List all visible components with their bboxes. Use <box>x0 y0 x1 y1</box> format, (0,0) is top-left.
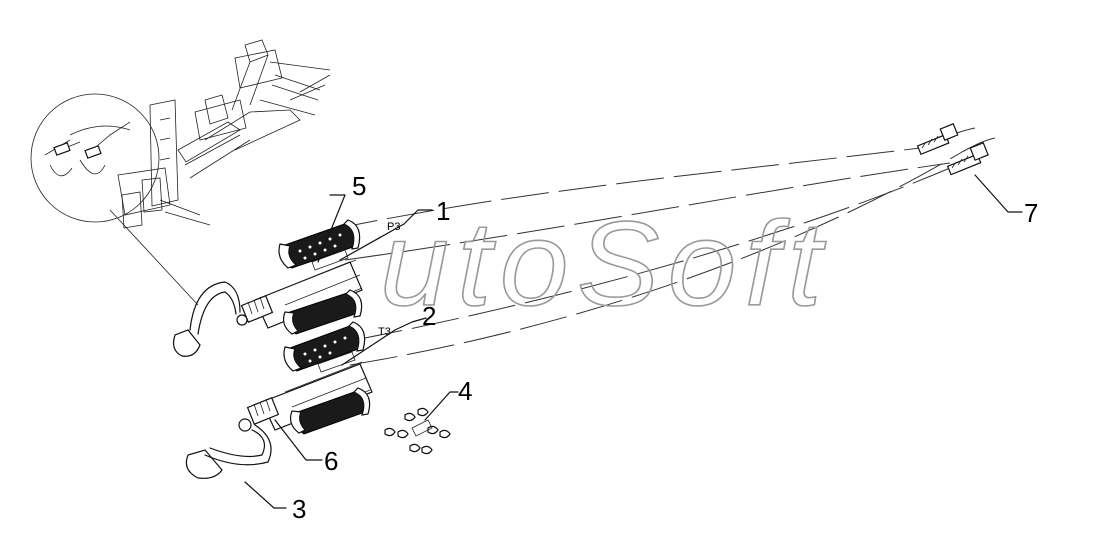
callout-2: 2 <box>422 301 436 331</box>
callout-6: 6 <box>324 446 338 476</box>
callout-3: 3 <box>292 494 306 524</box>
hose-end-fitting-lower <box>946 142 989 176</box>
watermark-text: utoSoft <box>380 197 830 331</box>
hydraulic-hose-lines <box>329 127 996 366</box>
port-label-p3: P3 <box>387 221 400 233</box>
leader-lines <box>244 174 1023 509</box>
callout-5: 5 <box>352 171 366 201</box>
dust-cap-lower <box>185 418 272 479</box>
callout-1: 1 <box>436 196 450 226</box>
clip-set <box>384 407 451 455</box>
hose-end-fitting-upper <box>916 123 959 156</box>
callout-4: 4 <box>458 376 472 406</box>
port-label-t3: T3 <box>378 326 391 338</box>
coupler-assembly-upper <box>240 219 363 335</box>
loader-frame-sketch <box>117 39 331 229</box>
detail-magnifier-circle <box>30 93 199 306</box>
dust-cap-upper <box>172 281 248 357</box>
coupler-assembly-lower <box>246 321 373 435</box>
callout-7: 7 <box>1024 198 1038 228</box>
